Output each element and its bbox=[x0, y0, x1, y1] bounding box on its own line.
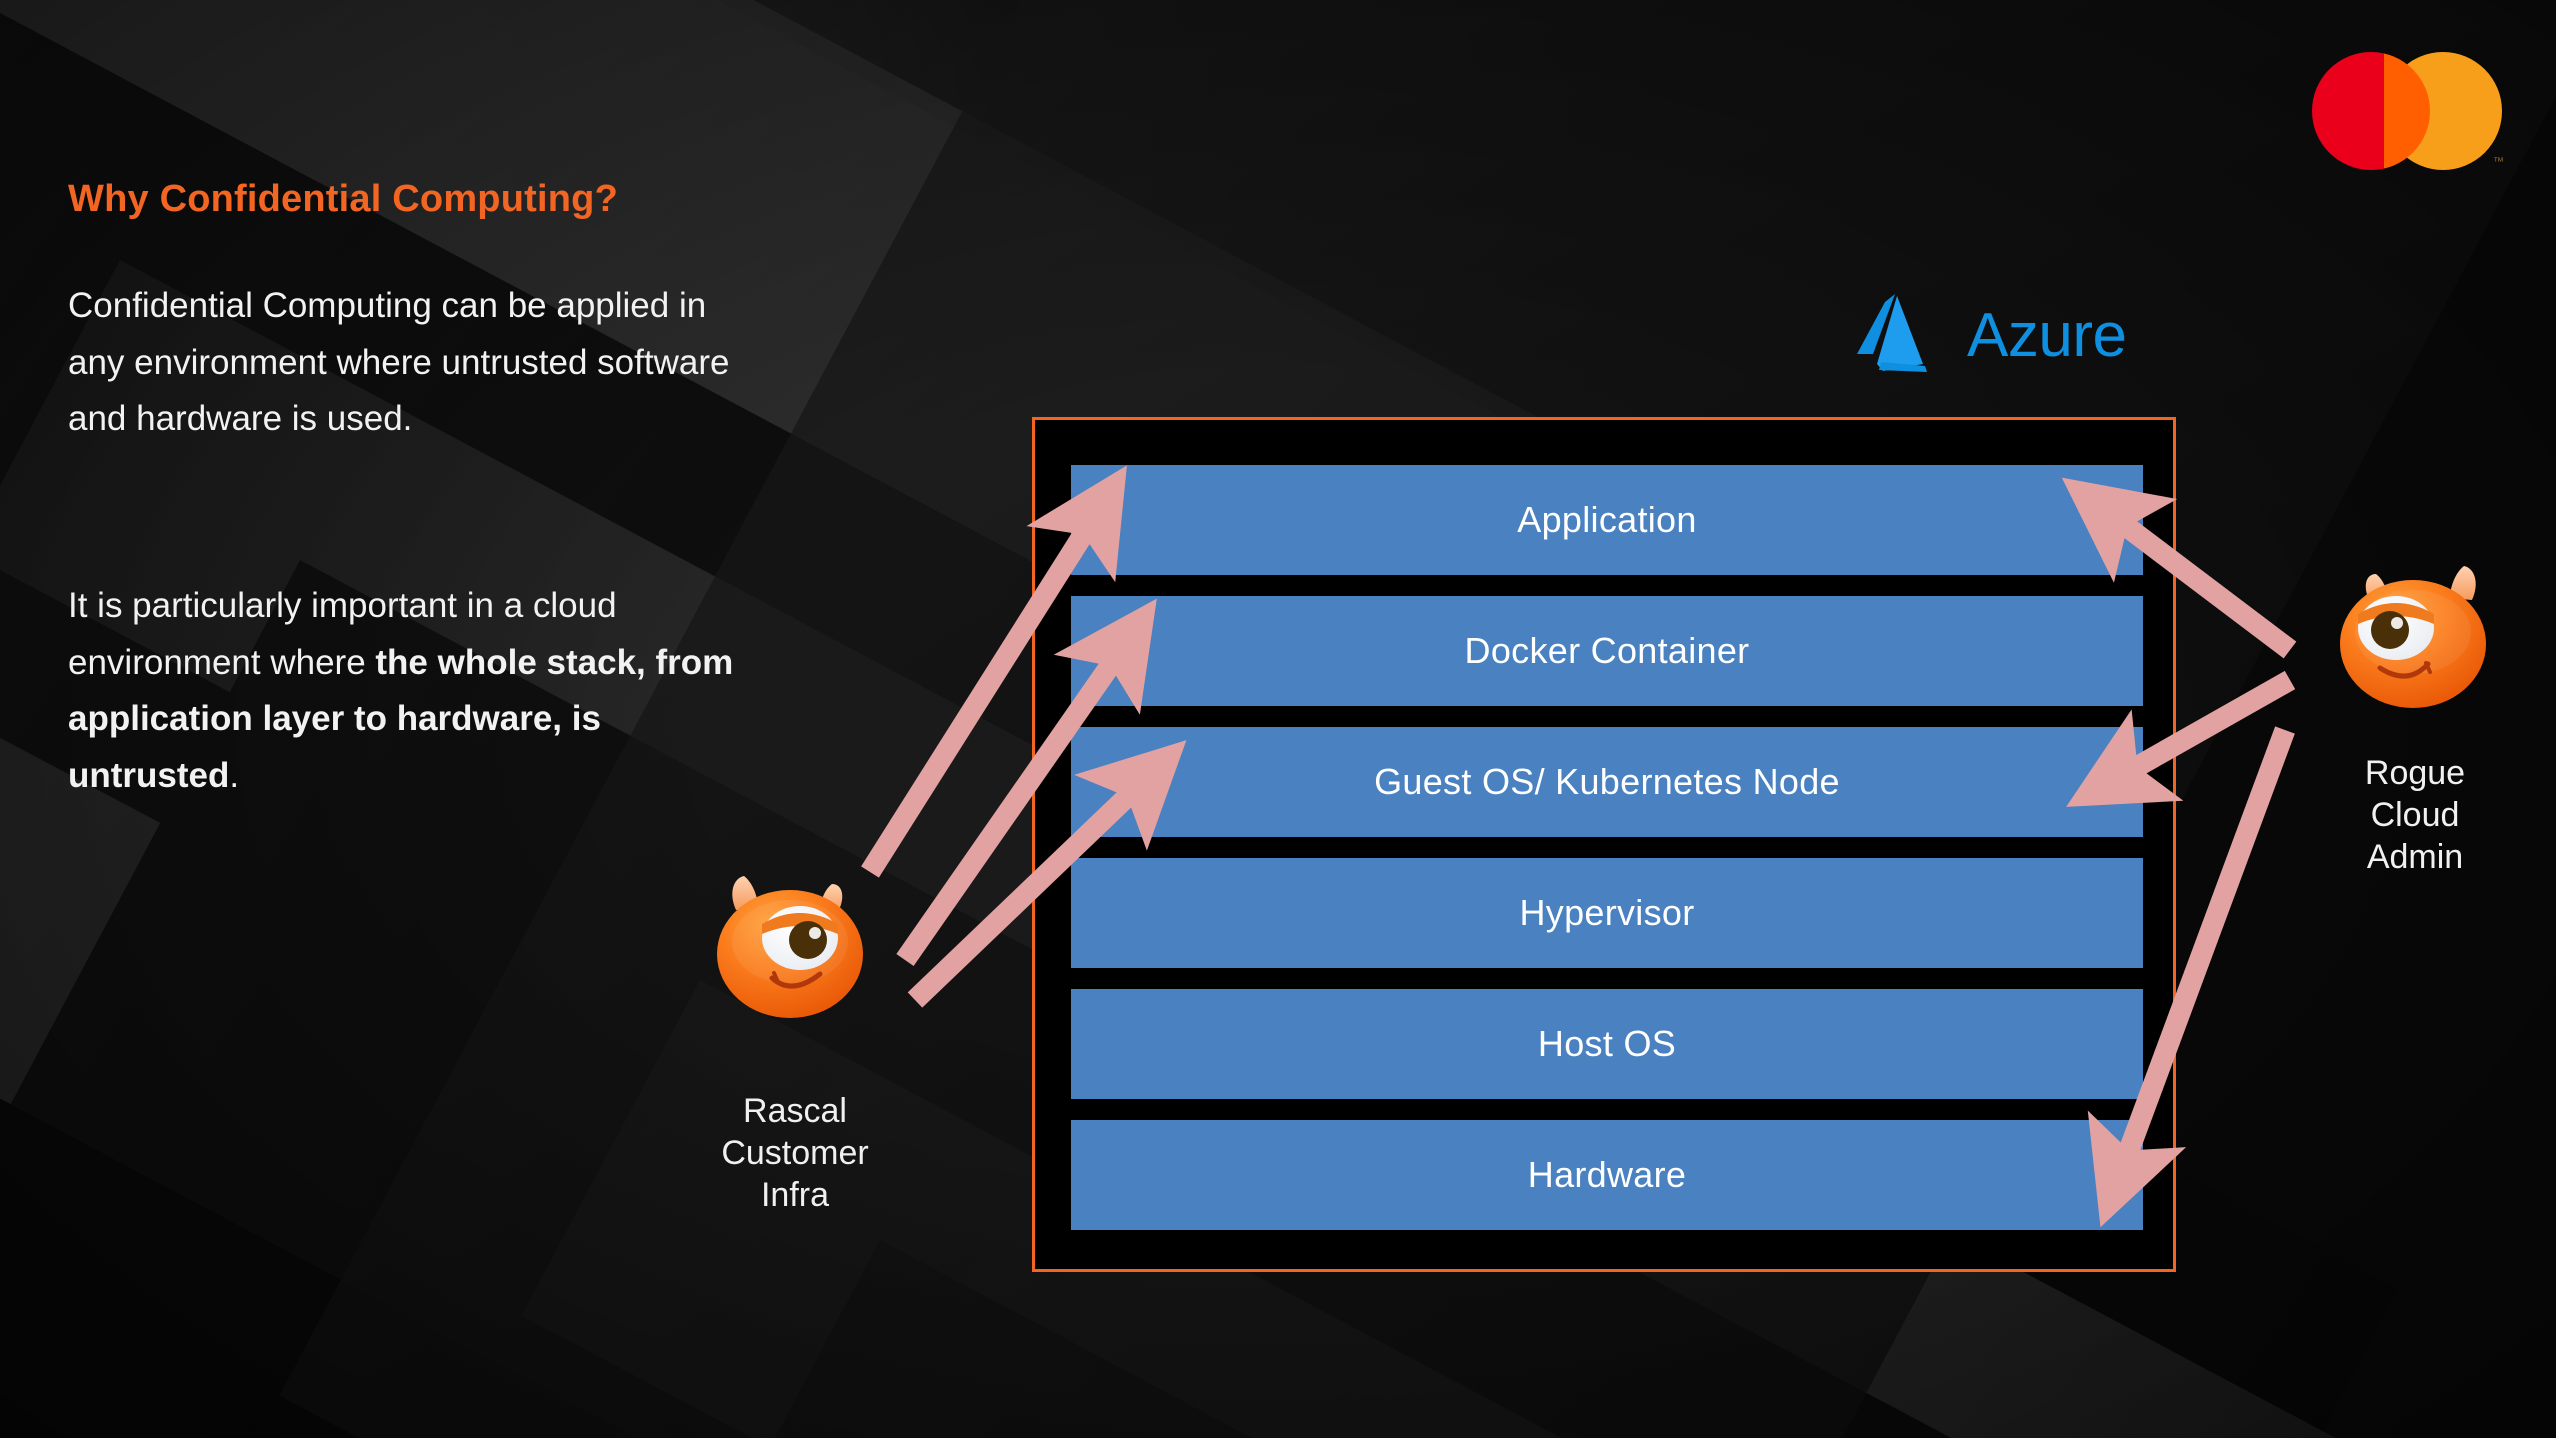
devil-icon-rascal bbox=[717, 876, 863, 1018]
actor-label-rascal-customer-infra: Rascal Customer Infra bbox=[721, 1092, 869, 1215]
cloud-stack-layer-list: Application Docker Container Guest OS/ K… bbox=[1071, 465, 2143, 1230]
stack-layer-hardware[interactable]: Hardware bbox=[1071, 1120, 2143, 1230]
azure-mark-icon bbox=[1855, 292, 1951, 379]
stack-layer-application[interactable]: Application bbox=[1071, 465, 2143, 575]
stack-layer-docker[interactable]: Docker Container bbox=[1071, 596, 2143, 706]
devil-icon-rogue-admin bbox=[2340, 566, 2486, 708]
trademark-symbol: ™ bbox=[2493, 156, 2504, 168]
stack-layer-guest-os[interactable]: Guest OS/ Kubernetes Node bbox=[1071, 727, 2143, 837]
paragraph-2-tail: . bbox=[229, 756, 240, 796]
stack-layer-host-os[interactable]: Host OS bbox=[1071, 989, 2143, 1099]
cloud-stack-frame: Application Docker Container Guest OS/ K… bbox=[1032, 417, 2176, 1272]
mastercard-overlap-shape bbox=[2384, 52, 2430, 170]
azure-logo: Azure bbox=[1855, 292, 2127, 379]
actor-label-rogue-cloud-admin: Rogue Cloud Admin bbox=[2364, 754, 2466, 877]
paragraph-2-lead: It is particularly important in a cloud … bbox=[68, 586, 617, 682]
body-paragraph-1: Confidential Computing can be applied in… bbox=[68, 286, 730, 439]
paragraph-2-emphasis: the whole stack, from application layer … bbox=[68, 642, 734, 796]
stack-layer-hypervisor[interactable]: Hypervisor bbox=[1071, 858, 2143, 968]
body-paragraph-2: It is particularly important in a cloud … bbox=[68, 578, 748, 805]
azure-wordmark: Azure bbox=[1967, 300, 2127, 370]
page-title: Why Confidential Computing? bbox=[68, 178, 618, 220]
mastercard-logo: ™ bbox=[2312, 52, 2504, 170]
